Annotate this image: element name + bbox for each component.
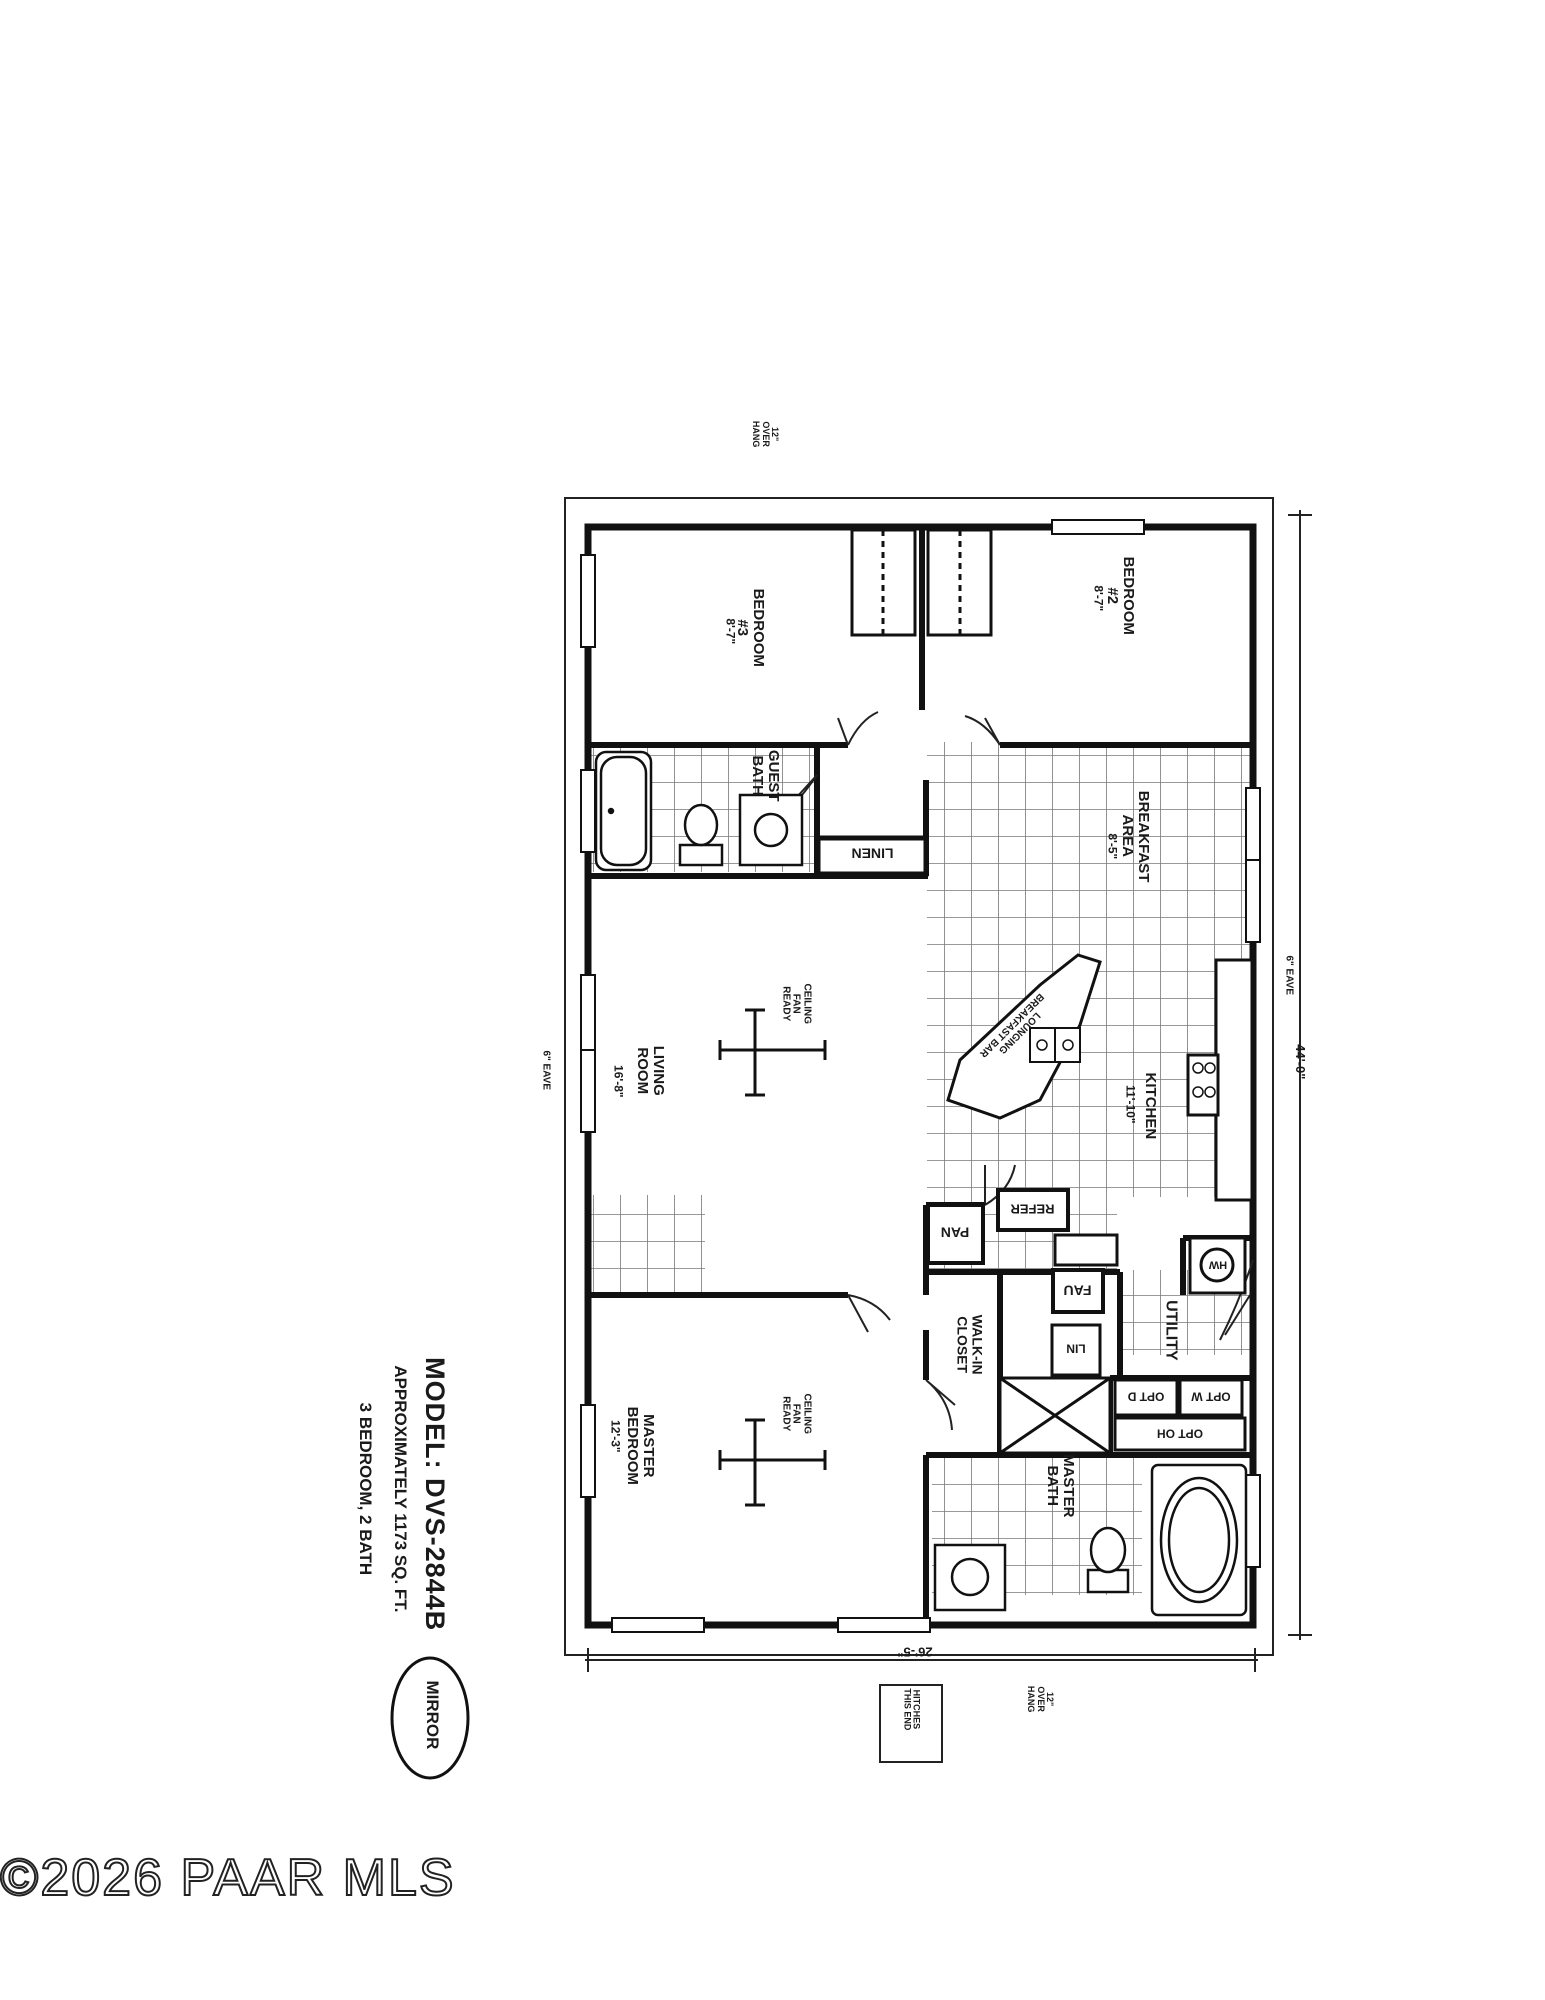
utility-fixtures [1050,1236,1247,1452]
length-dimension: 44'-0" [1292,1044,1308,1080]
refer-label: REFER [1010,1201,1055,1217]
master-bedroom-name: MASTER BEDROOM [624,1406,657,1485]
master-shower [998,1376,1112,1455]
bedroom-closets [850,528,993,637]
width-dimension: 26'-5" [897,1644,933,1660]
hitches-box [879,1684,943,1763]
appliance-boxes [926,1188,1119,1267]
lin-label: LIN [1066,1341,1086,1356]
model-title: MODEL: DVS-2844B [420,1357,451,1632]
living-size: 16'-8" [611,1065,626,1098]
bedroom2-name: BEDROOM #2 [1104,556,1137,635]
kitchen-size: 11'-10" [1123,1085,1138,1124]
overhang-top: 12" OVER HANG [751,420,781,448]
dimension-lines [585,510,1312,1672]
pan-label: PAN [940,1224,970,1241]
guest-bath-name: GUEST BATH [749,749,782,802]
bedroom2-size: 8'-7" [1091,585,1106,612]
fau-label: FAU [1063,1282,1092,1299]
watermark: ©2026 PAAR MLS [0,1848,456,1908]
hitches-label: HITCHES THIS END [902,1688,922,1731]
bedroom3-size: 8'-7" [723,618,738,645]
opt-w-label: OPT W [1191,1389,1231,1404]
roof-outline [564,497,1274,1656]
linen-closet [815,835,929,877]
master-bedroom-size: 12'-3" [608,1420,623,1453]
bath-fixtures [594,750,1248,1617]
living-name: LIVING ROOM [634,1045,667,1096]
master-bath-name: MASTER BATH [1044,1454,1077,1518]
walkin-closet-name: WALK-IN CLOSET [955,1314,986,1375]
model-bed-bath: 3 BEDROOM, 2 BATH [355,1402,375,1576]
ceiling-fan-master-label: CEILING FAN READY [780,1393,813,1435]
bedroom3-name: BEDROOM #3 [734,588,767,667]
mirror-label: MIRROR [422,1680,442,1750]
hw-label: HW [1208,1258,1228,1271]
ceiling-fan-living-label: CEILING FAN READY [780,983,813,1025]
eave-left: 6" EAVE [540,1050,552,1091]
model-sqft: APPROXIMATELY 1173 SQ. FT. [390,1365,410,1613]
kitchen-island [946,953,1102,1120]
opt-d-label: OPT D [1127,1389,1165,1404]
eave-right: 6" EAVE [1283,955,1295,996]
ceiling-fan-icon [718,1418,827,1507]
ceiling-fan-icon [718,1008,827,1097]
mirror-oval [390,1656,470,1780]
opt-oh-label: OPT OH [1157,1426,1204,1441]
kitchen-name: KITCHEN [1141,1072,1159,1140]
tile-entry [590,1195,705,1295]
breakfast-size: 8'-5" [1105,833,1120,860]
linen-name: LINEN [851,845,894,862]
windows [580,519,1261,1633]
utility-name: UTILITY [1162,1300,1180,1361]
overhang-bottom: 12" OVER HANG [1026,1685,1056,1713]
breakfast-name: BREAKFAST AREA [1119,790,1152,883]
kitchen-counter [1186,958,1254,1202]
